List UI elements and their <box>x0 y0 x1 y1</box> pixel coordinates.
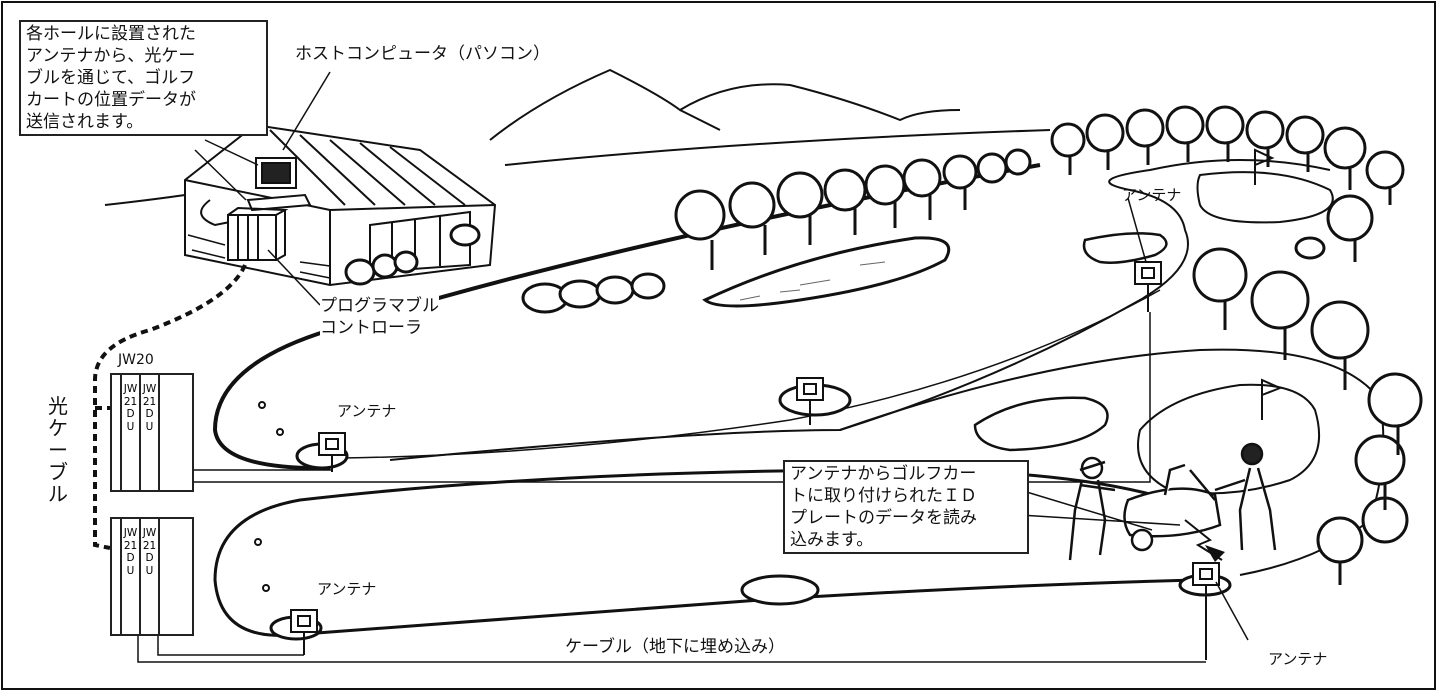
module-edge <box>160 375 186 490</box>
lower-bunker <box>973 396 1109 452</box>
clubhouse <box>184 123 497 287</box>
hole-antenna-note: 各ホールに設置された アンテナから、光ケー ブルを通じて、ゴルフ カートの位置デ… <box>19 20 268 136</box>
left-ground-line <box>104 194 186 206</box>
antenna-label-tee-lower: アンテナ <box>317 580 377 598</box>
module-edge <box>160 519 186 634</box>
antenna-label-tee-upper: アンテナ <box>337 402 397 420</box>
upper-fairway-inner <box>389 159 1331 461</box>
golfers-and-cart <box>1068 442 1277 561</box>
note-pointer <box>194 139 259 201</box>
flag-lower <box>1261 378 1283 420</box>
flag-upper <box>1254 148 1275 185</box>
id-note-pointers <box>1019 489 1181 531</box>
cart-path-upper <box>341 289 1161 459</box>
host-pointer <box>282 71 331 151</box>
lower-fairway-edge <box>213 468 1201 637</box>
antenna-pointers <box>1127 197 1249 641</box>
module-edge <box>112 375 122 490</box>
optical-cable-label: 光ケーブル <box>47 394 69 506</box>
tree-line-upper <box>674 105 1423 564</box>
optical-cable-line <box>93 264 247 550</box>
id-plate-note: アンテナからゴルフカー トに取り付けられたＩＤ プレートのデータを読み 込みます… <box>783 460 1029 554</box>
antenna-label-upper: アンテナ <box>1122 186 1182 204</box>
cable-underground-label: ケーブル（地下に埋め込み） <box>565 636 785 658</box>
plc-label: プログラマブル コントローラ <box>320 295 439 339</box>
tree-trunks <box>710 142 1400 585</box>
upper-bunker <box>702 236 951 308</box>
plc-pointer <box>267 249 321 306</box>
jw20-label: JW20 <box>118 352 154 368</box>
host-computer-label: ホストコンピュータ（パソコン） <box>295 44 550 64</box>
antenna-posts <box>290 261 1220 660</box>
bunker-tee-upper <box>1082 232 1168 264</box>
green-lower <box>1137 383 1321 495</box>
green-upper <box>1196 171 1334 224</box>
mountain-ridge <box>489 68 961 141</box>
antenna-label-lower-right: アンテナ <box>1268 650 1328 668</box>
module-edge <box>112 519 122 634</box>
horizon-line <box>504 129 1051 166</box>
